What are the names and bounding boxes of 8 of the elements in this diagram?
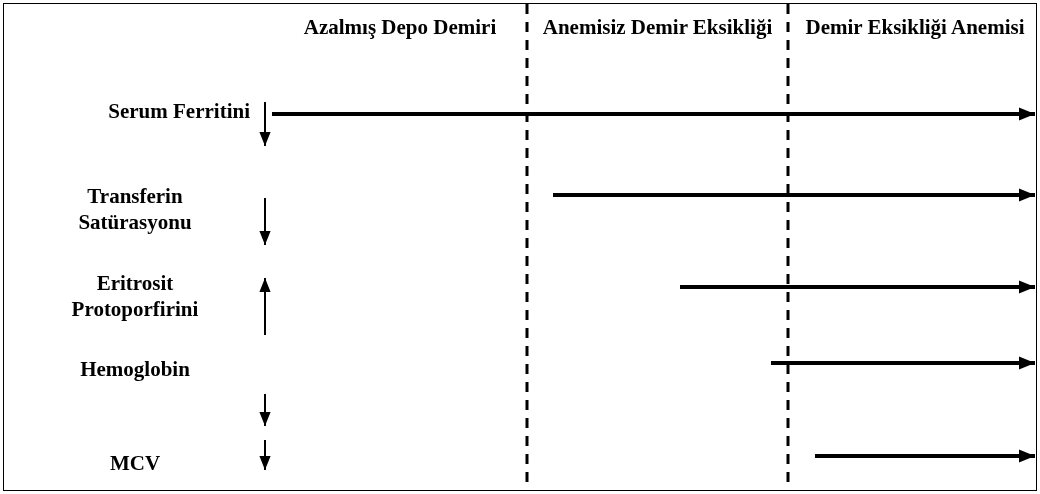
row-label: MCV [55, 450, 215, 476]
row-label: Serum Ferritini [5, 98, 250, 124]
column-header: Anemisiz Demir Eksikliği [540, 14, 775, 40]
column-header: Azalmış Depo Demiri [295, 14, 505, 40]
column-header: Demir Eksikliği Anemisi [800, 14, 1030, 40]
row-label: Transferin Satürasyonu [55, 183, 215, 235]
row-label: Hemoglobin [55, 356, 215, 382]
row-label: Eritrosit Protoporfirini [55, 270, 215, 322]
